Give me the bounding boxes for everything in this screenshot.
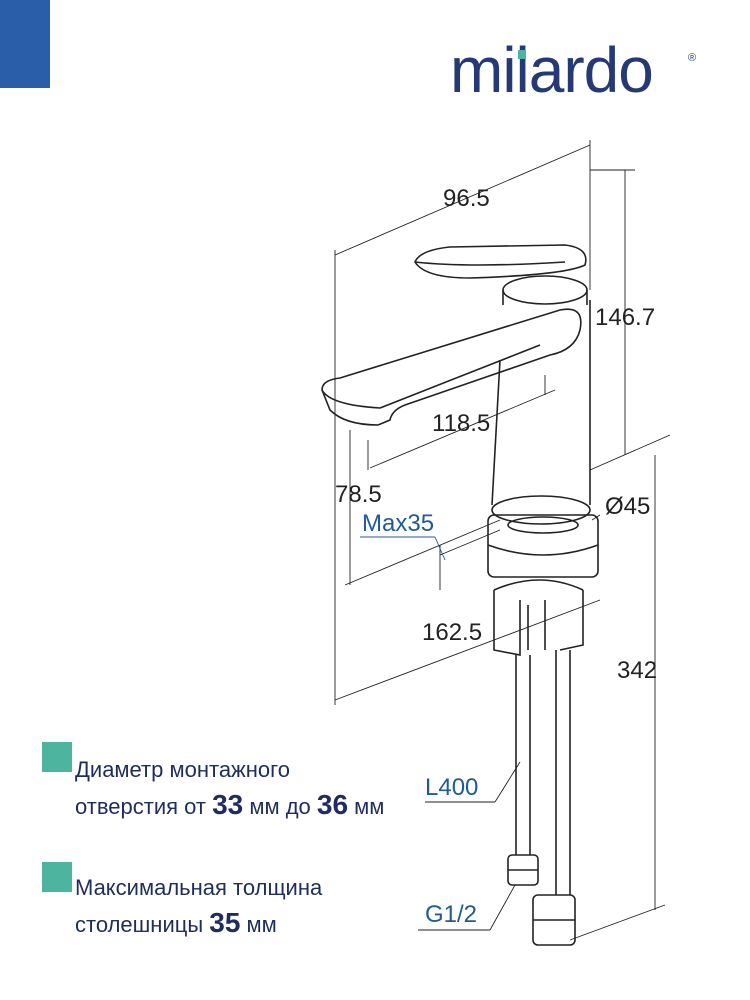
registered-mark: ® (688, 52, 697, 64)
dim-width: 96.5 (443, 185, 490, 212)
mounting-nut (487, 514, 599, 578)
note-value: 35 (209, 907, 241, 938)
note-value: 33 (212, 789, 244, 820)
faucet-body (491, 300, 591, 506)
dimension-lines (334, 140, 671, 941)
bullet-icon (42, 862, 72, 892)
note-text: столешницы (75, 912, 210, 937)
faucet-spout (321, 308, 582, 426)
hose-right (555, 650, 571, 895)
note-line: столешницы 35 мм (75, 905, 322, 942)
note-text: отверстия от (75, 794, 213, 819)
note-text: мм (240, 912, 277, 937)
dim-spout-reach: 118.5 (432, 410, 491, 437)
dim-diameter: Ø45 (605, 493, 651, 520)
handle-base (502, 275, 588, 305)
note-line: Диаметр монтажного (75, 757, 290, 782)
brand-color-bar (0, 0, 50, 88)
note-line: Максимальная толщина (75, 875, 323, 900)
note-mounting-hole: Диаметр монтажного отверстия от 33 мм до… (75, 752, 384, 824)
hose-left (515, 655, 531, 855)
coupling (493, 590, 584, 656)
dim-total-height: 342 (617, 657, 658, 684)
faucet-handle (414, 244, 587, 279)
brand-logo: milardo (450, 34, 654, 106)
note-text: мм (348, 794, 385, 819)
dim-hose-length: L400 (425, 774, 479, 801)
note-line: отверстия от 33 мм до 36 мм (75, 787, 384, 824)
dim-thread: G1/2 (425, 901, 478, 928)
note-countertop: Максимальная толщина столешницы 35 мм (75, 870, 322, 942)
dim-spout-height: 78.5 (335, 481, 382, 508)
bullet-icon (42, 742, 72, 772)
dim-max-thickness: Max35 (362, 510, 435, 537)
dim-body-height: 146.7 (595, 304, 656, 331)
logo-accent-dot (518, 50, 526, 59)
dim-base-height: 162.5 (422, 619, 483, 646)
note-text: мм до (243, 794, 317, 819)
note-value: 36 (316, 789, 349, 820)
